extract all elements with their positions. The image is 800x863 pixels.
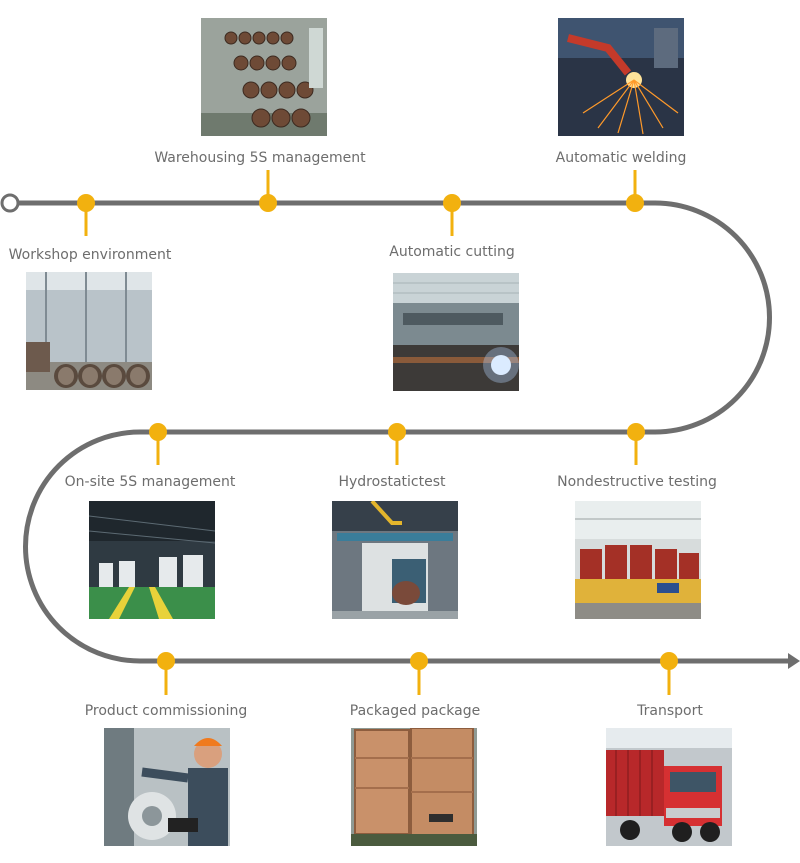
timeline-node-9: [410, 652, 428, 670]
step-label-automatic-welding: Automatic welding: [555, 150, 687, 166]
timeline-node-7: [149, 423, 167, 441]
warehouse-pipes-photo: [201, 18, 327, 136]
plasma-cutting-photo: [393, 273, 519, 391]
timeline-node-4: [626, 194, 644, 212]
step-label-workshop-environment: Workshop environment: [8, 247, 172, 263]
timeline-node-10: [660, 652, 678, 670]
step-label-nondestructive-testing: Nondestructive testing: [557, 474, 717, 490]
timeline-nodes: [0, 193, 678, 670]
timeline-arrow-head: [788, 653, 800, 669]
step-label-transport: Transport: [637, 703, 703, 719]
step-label-automatic-cutting: Automatic cutting: [389, 244, 515, 260]
step-label-on-site-5s: On-site 5S management: [64, 474, 236, 490]
timeline-node-2: [259, 194, 277, 212]
workshop-photo: [26, 272, 152, 390]
testing-area-photo: [575, 501, 701, 619]
wooden-crates-photo: [351, 728, 477, 846]
step-label-warehousing: Warehousing 5S management: [154, 150, 366, 166]
timeline-node-1: [77, 194, 95, 212]
robot-welding-photo: [558, 18, 684, 136]
step-label-hydrostatic-test: Hydrostatictest: [338, 474, 446, 490]
timeline-node-5: [627, 423, 645, 441]
factory-floor-photo: [89, 501, 215, 619]
timeline-node-3: [443, 194, 461, 212]
timeline-node-6: [388, 423, 406, 441]
hydro-test-room-photo: [332, 501, 458, 619]
red-truck-photo: [606, 728, 732, 846]
step-label-product-commissioning: Product commissioning: [84, 703, 248, 719]
engineer-commissioning-photo: [104, 728, 230, 846]
timeline-start-node: [0, 193, 20, 213]
timeline-node-8: [157, 652, 175, 670]
step-label-packaged-package: Packaged package: [349, 703, 481, 719]
